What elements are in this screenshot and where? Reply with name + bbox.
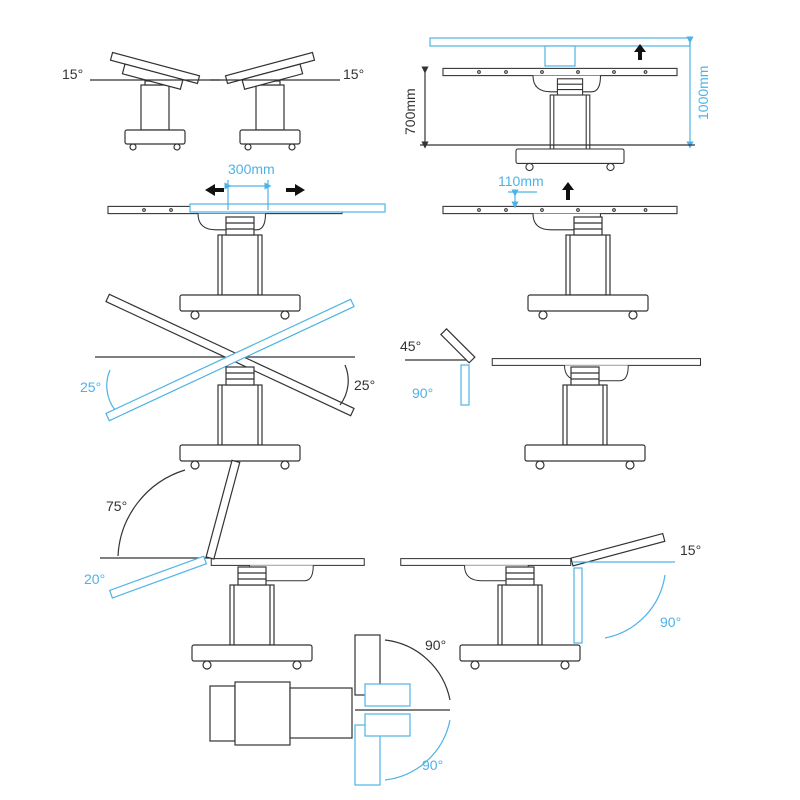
back-down-angle: 20°	[84, 571, 105, 587]
leg-section-panel: 15° 90°	[400, 532, 701, 670]
bridge-height-label: 110mm	[498, 173, 544, 189]
leg-up-angle: 15°	[680, 542, 701, 558]
head-section-panel: 45° 90°	[400, 328, 702, 470]
reverse-trendelenburg-angle: 25°	[80, 379, 101, 395]
height-panel: 700mm 1000mm	[402, 36, 711, 172]
lateral-tilt-panel: 15° 15°	[62, 51, 364, 151]
tilt-left-angle: 15°	[62, 66, 83, 82]
trendelenburg-angle: 25°	[354, 377, 375, 393]
min-height-label: 700mm	[402, 88, 418, 135]
longitudinal-slide-panel: 300mm	[107, 161, 386, 320]
kidney-bridge-panel: 110mm	[442, 173, 678, 320]
head-up-angle: 45°	[400, 338, 421, 354]
leg-abduction-panel: 90° 90°	[209, 634, 451, 786]
max-height-label: 1000mm	[695, 66, 711, 120]
trendelenburg-panel: 25° 25°	[80, 293, 375, 470]
back-section-panel: 75° 20°	[84, 459, 365, 670]
leg-down-angle: 90°	[660, 614, 681, 630]
tilt-right-angle: 15°	[343, 66, 364, 82]
abduction-top-angle: 90°	[425, 637, 446, 653]
abduction-bottom-angle: 90°	[422, 757, 443, 773]
head-down-angle: 90°	[412, 385, 433, 401]
slide-distance-label: 300mm	[228, 161, 275, 177]
back-up-angle: 75°	[106, 498, 127, 514]
